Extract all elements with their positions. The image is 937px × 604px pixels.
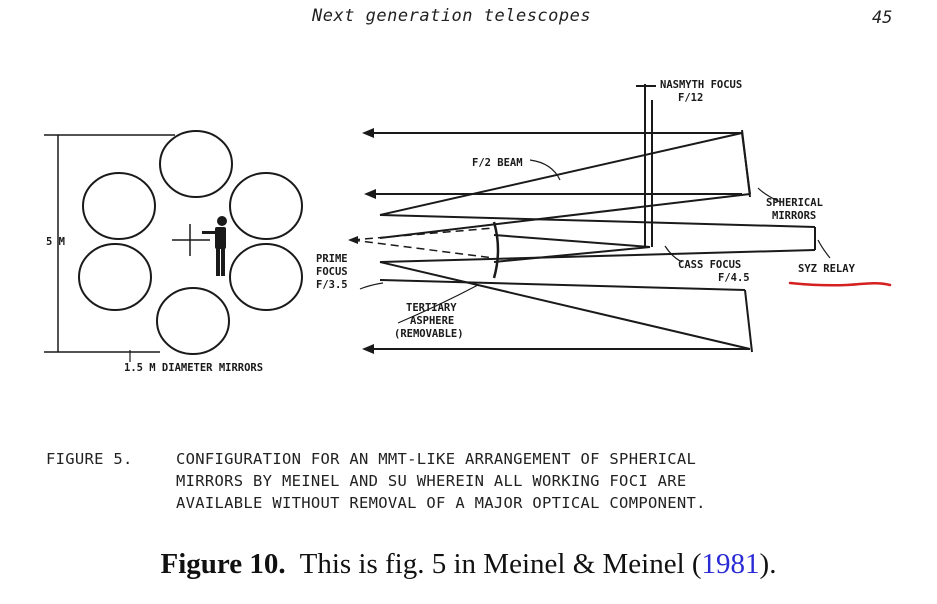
caption-label: Figure 10.	[160, 548, 286, 580]
mirror-bottom	[156, 287, 230, 355]
person-silhouette	[202, 216, 227, 276]
leader-lines	[129, 159, 831, 362]
label-prime-focus-1: PRIME	[316, 253, 348, 265]
caption-text: This is fig. 5 in Meinel & Meinel (	[299, 548, 702, 580]
label-nasmyth-2: F/12	[678, 92, 703, 104]
label-nasmyth-1: NASMYTH FOCUS	[660, 79, 742, 91]
diameter-dimension	[44, 134, 175, 353]
crosshair-icon	[172, 224, 210, 256]
figure-scan-line: MIRRORS BY MEINEL AND SU WHEREIN ALL WOR…	[176, 472, 687, 490]
label-syz-relay: SYZ RELAY	[798, 263, 856, 275]
mirror-upper-right	[229, 172, 303, 240]
mirror-upper-left	[82, 172, 156, 240]
label-mirrors: 1.5 M DIAMETER MIRRORS	[124, 362, 263, 374]
mirror-array	[78, 130, 303, 355]
label-diameter: 5 M	[46, 236, 65, 248]
figure-scan-text: CONFIGURATION FOR AN MMT-LIKE ARRANGEMEN…	[176, 448, 896, 514]
label-cass-2: F/4.5	[718, 272, 750, 284]
mirror-lower-left	[78, 243, 152, 311]
label-tertiary-2: ASPHERE	[410, 315, 454, 327]
label-prime-focus-3: F/3.5	[316, 279, 348, 291]
optical-diagram: 5 M 1.5 M DIAMETER MIRRORS PRIME FOCUS F…	[44, 79, 892, 374]
label-tertiary-1: TERTIARY	[406, 302, 457, 314]
label-prime-focus-2: FOCUS	[316, 266, 348, 278]
caption-text-end: ).	[759, 548, 777, 580]
side-view	[351, 84, 816, 353]
label-beam: F/2 BEAM	[472, 157, 523, 169]
figure-scan-line: AVAILABLE WITHOUT REMOVAL OF A MAJOR OPT…	[176, 494, 706, 512]
label-tertiary-3: (REMOVABLE)	[394, 328, 464, 340]
figure-scan-line: CONFIGURATION FOR AN MMT-LIKE ARRANGEMEN…	[176, 450, 697, 468]
beam-arrows	[348, 128, 376, 354]
mirror-lower-right	[229, 243, 303, 311]
page-number: 45	[872, 8, 893, 28]
red-underline-annotation	[788, 281, 892, 287]
running-head: Next generation telescopes	[312, 6, 592, 26]
figure-scan-label: FIGURE 5.	[46, 450, 133, 468]
label-spherical-2: MIRRORS	[772, 210, 816, 222]
label-cass-1: CASS FOCUS	[678, 259, 741, 271]
paper-caption: Figure 10. This is fig. 5 in Meinel & Me…	[0, 548, 937, 581]
label-spherical-1: SPHERICAL	[766, 197, 823, 209]
citation-link[interactable]: 1981	[701, 548, 760, 580]
mirror-top	[159, 130, 233, 198]
